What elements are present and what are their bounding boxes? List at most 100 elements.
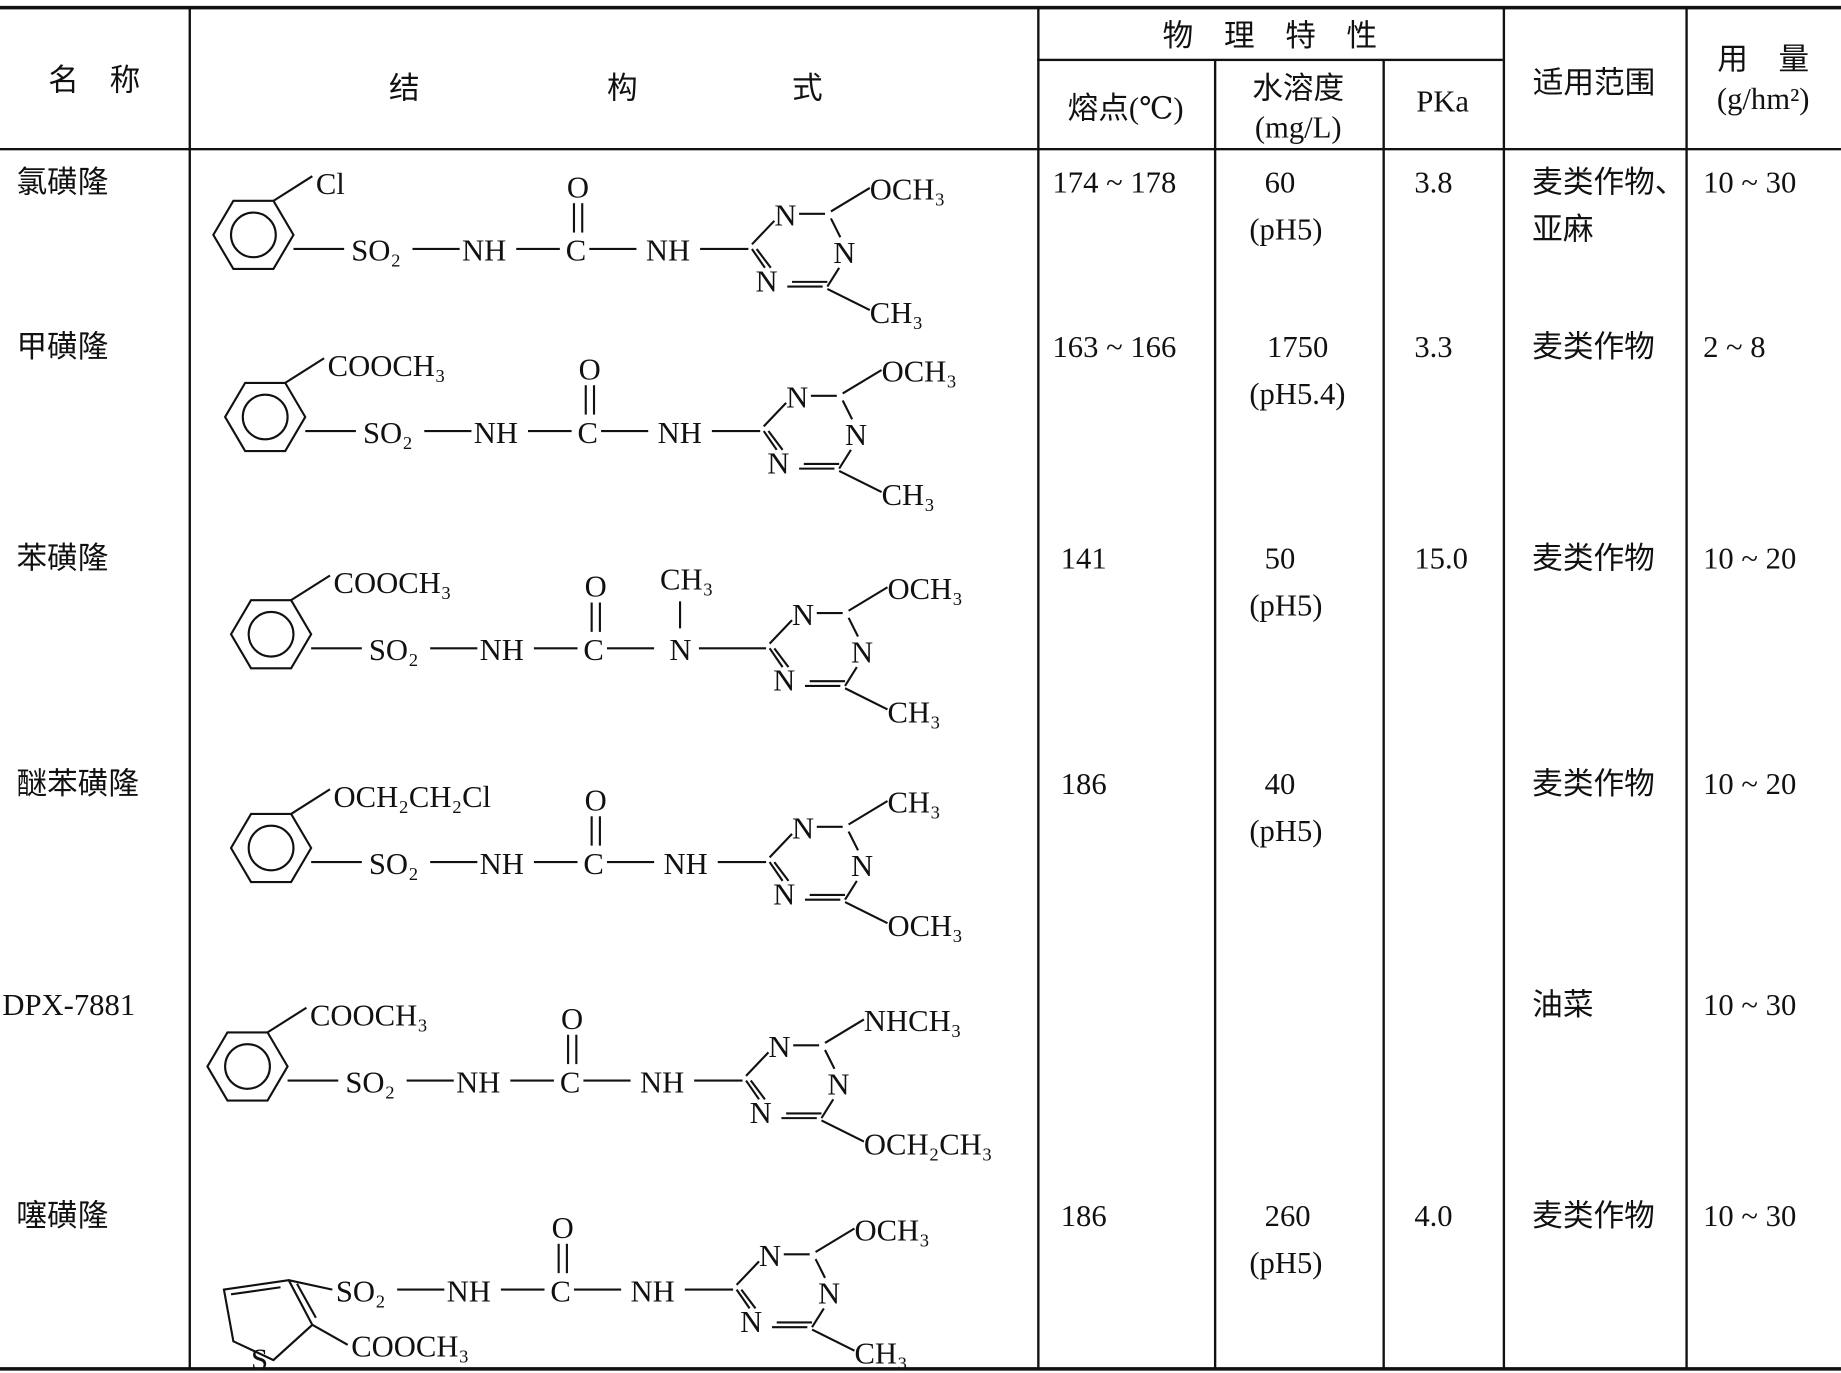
ring-substituent: COOCH₃ xyxy=(310,998,428,1032)
nh-label: NH xyxy=(462,234,506,268)
triazine-n: N xyxy=(833,236,855,270)
carbonyl-o-label: O xyxy=(585,570,607,604)
bottom-rule xyxy=(0,1367,1841,1371)
solubility: 50 xyxy=(1264,541,1296,576)
pka: 3.8 xyxy=(1414,165,1453,200)
solubility: 40 xyxy=(1264,766,1296,802)
benzene-ring-icon xyxy=(229,599,313,670)
benzene-ring-icon xyxy=(206,1031,289,1102)
melting-point: 163 ~ 166 xyxy=(1052,330,1177,365)
triazine-n: N xyxy=(845,418,867,452)
triazine-top-substituent: NHCH₃ xyxy=(864,1004,961,1038)
aromatic-circle xyxy=(241,393,289,441)
header-pka: PKa xyxy=(1416,84,1469,119)
header-dosage: 用 量 xyxy=(1717,42,1810,77)
solubility-ph: (pH5) xyxy=(1249,212,1323,247)
carbonyl-o-label: O xyxy=(579,352,601,386)
nh-label: NH xyxy=(640,1065,684,1099)
header-melting-point: 熔点(℃) xyxy=(1067,91,1184,126)
triazine-n: N xyxy=(740,1305,762,1339)
dosage: 10 ~ 30 xyxy=(1703,1199,1797,1234)
scope-line2: 亚麻 xyxy=(1532,212,1594,247)
col-divider xyxy=(1037,8,1039,1369)
solubility-ph: (pH5.4) xyxy=(1249,377,1346,412)
ring-substituent: OCH₂CH₂Cl xyxy=(334,780,492,814)
aromatic-circle xyxy=(247,610,295,658)
triazine-n: N xyxy=(773,664,795,698)
triazine-n: N xyxy=(774,199,796,233)
ring-substituent: COOCH₃ xyxy=(334,566,452,600)
top-rule xyxy=(0,5,1841,9)
triazine-n: N xyxy=(750,1096,772,1130)
row-name: 甲磺隆 xyxy=(16,330,109,365)
header-solubility-unit: (mg/L) xyxy=(1254,110,1342,145)
carbonyl-o-label: O xyxy=(561,1002,583,1036)
pka: 4.0 xyxy=(1414,1199,1453,1234)
benzene-ring-icon xyxy=(223,381,307,453)
triazine-n: N xyxy=(851,849,873,883)
aromatic-circle xyxy=(224,1043,271,1090)
thiophene-ring-icon xyxy=(222,1279,314,1362)
triazine-n: N xyxy=(827,1068,849,1102)
triazine-n: N xyxy=(773,877,795,911)
melting-point: 186 xyxy=(1060,1199,1107,1234)
aromatic-circle xyxy=(247,824,295,872)
dosage: 2 ~ 8 xyxy=(1703,330,1766,365)
carbonyl-c-label: C xyxy=(566,234,586,268)
col-divider xyxy=(1685,8,1688,1369)
pka: 15.0 xyxy=(1414,541,1468,576)
triazine-top-substituent: OCH₃ xyxy=(882,355,957,389)
header-structure-1: 结 xyxy=(388,71,420,106)
dosage: 10 ~ 20 xyxy=(1703,766,1797,802)
row-name: 苯磺隆 xyxy=(16,541,109,576)
so2-label: SO₂ xyxy=(363,416,413,450)
nh-label: NH xyxy=(474,416,518,450)
carbonyl-o-label: O xyxy=(552,1211,574,1245)
dosage: 10 ~ 30 xyxy=(1703,987,1797,1022)
scope: 麦类作物 xyxy=(1532,541,1655,576)
header-physical-properties: 物 理 特 性 xyxy=(1162,18,1378,53)
dosage: 10 ~ 30 xyxy=(1703,165,1797,200)
melting-point: 174 ~ 178 xyxy=(1052,165,1177,200)
dosage: 10 ~ 20 xyxy=(1703,541,1797,576)
ring-substituent: COOCH₃ xyxy=(351,1330,469,1364)
carbonyl-c-label: C xyxy=(578,416,598,450)
triazine-bottom-substituent: OCH₃ xyxy=(887,909,962,943)
header-structure-2: 构 xyxy=(606,71,638,106)
solubility-ph: (pH5) xyxy=(1249,813,1323,848)
triazine-n: N xyxy=(851,635,873,669)
ring-substituent: COOCH₃ xyxy=(328,349,446,383)
header-structure-3: 式 xyxy=(792,71,823,106)
so2-label: SO₂ xyxy=(345,1065,395,1099)
triazine-top-substituent: OCH₃ xyxy=(887,572,962,606)
triazine-n: N xyxy=(759,1239,781,1273)
aromatic-circle xyxy=(229,211,277,259)
so2-label: SO₂ xyxy=(351,234,401,268)
pka: 3.3 xyxy=(1414,330,1453,365)
nh-label: NH xyxy=(658,416,702,450)
solubility: 1750 xyxy=(1266,330,1329,365)
col-divider xyxy=(1502,8,1505,1369)
n-label: N xyxy=(669,633,691,667)
scope: 麦类作物 xyxy=(1532,766,1655,802)
col-divider xyxy=(188,8,191,1369)
header-dosage-unit: (g/hm²) xyxy=(1716,82,1810,117)
nh-label: NH xyxy=(480,847,524,881)
header-scope: 适用范围 xyxy=(1532,65,1656,100)
solubility-ph: (pH5) xyxy=(1249,1246,1323,1281)
triazine-bottom-substituent: CH₃ xyxy=(870,296,923,330)
row-name: 氯磺隆 xyxy=(16,165,109,200)
carbonyl-c-label: C xyxy=(550,1274,570,1308)
solubility-ph: (pH5) xyxy=(1249,588,1323,623)
triazine-top-substituent: OCH₃ xyxy=(854,1213,929,1247)
row-name: DPX-7881 xyxy=(2,987,136,1022)
benzene-ring-icon xyxy=(212,199,295,271)
solubility: 260 xyxy=(1264,1199,1311,1234)
triazine-n: N xyxy=(755,264,777,298)
